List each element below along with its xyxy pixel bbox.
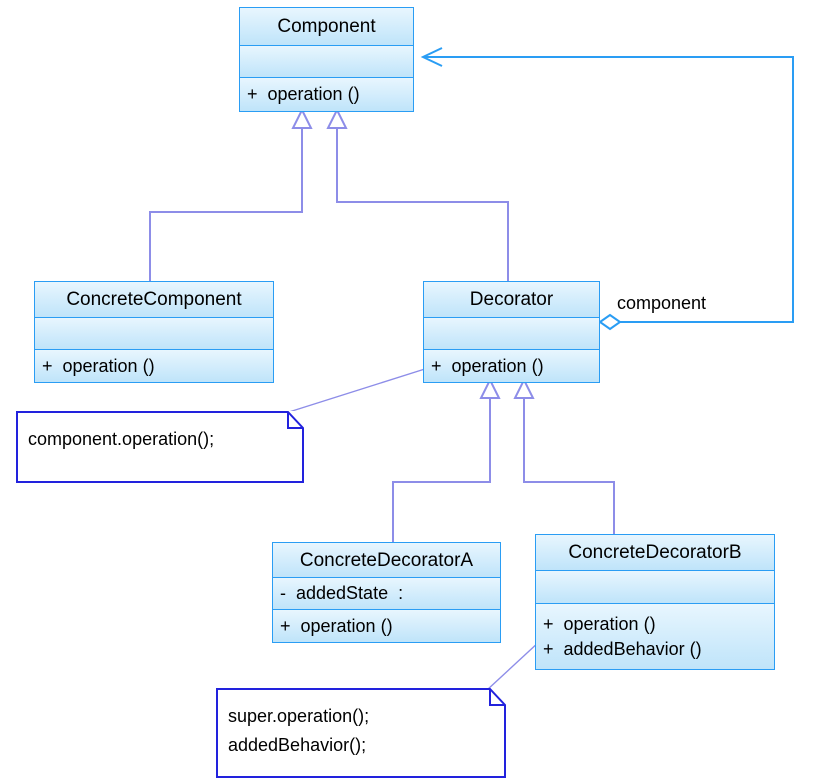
operation-row: + addedBehavior () <box>543 638 702 659</box>
class-name-decorator: Decorator <box>424 282 599 318</box>
operation-row: + operation () <box>431 355 544 376</box>
generalization-concretedecoratorb-to-decorator <box>513 377 615 534</box>
class-attributes-concretedecoratora: - addedState : <box>273 578 500 610</box>
class-box-concretecomponent[interactable]: ConcreteComponent + operation () <box>34 281 274 383</box>
class-operations-concretedecoratora: + operation () <box>273 610 500 642</box>
class-name-component: Component <box>240 8 413 46</box>
class-attributes-decorator <box>424 318 599 350</box>
note-text: component.operation(); <box>28 429 215 449</box>
class-operations-concretedecoratorb: + operation () + addedBehavior () <box>536 604 774 669</box>
generalization-concretedecoratora-to-decorator <box>392 377 501 542</box>
operation-row: + operation () <box>280 615 393 636</box>
class-operations-component: + operation () <box>240 78 413 111</box>
note-component-operation[interactable]: component.operation(); <box>16 411 304 483</box>
operation-row: + operation () <box>42 355 155 376</box>
class-name-label: ConcreteDecoratorB <box>568 542 742 563</box>
operation-row: + operation () <box>543 613 656 634</box>
note-shape <box>216 688 506 778</box>
class-attributes-component <box>240 46 413 78</box>
note-shape <box>16 411 304 483</box>
attribute-row: - addedState : <box>280 583 404 603</box>
class-name-concretecomponent: ConcreteComponent <box>35 282 273 318</box>
class-box-concretedecoratorb[interactable]: ConcreteDecoratorB + operation () + adde… <box>535 534 775 670</box>
generalization-concretecomponent-to-component <box>149 107 313 281</box>
class-operations-concretecomponent: + operation () <box>35 350 273 382</box>
generalization-decorator-to-component <box>326 107 509 281</box>
operation-row: + operation () <box>247 84 360 104</box>
class-name-label: Decorator <box>469 289 554 310</box>
class-attributes-concretedecoratorb <box>536 571 774 604</box>
class-box-component[interactable]: Component + operation () <box>239 7 414 112</box>
class-name-concretedecoratora: ConcreteDecoratorA <box>273 543 500 578</box>
association-role-label-component: component <box>617 293 707 313</box>
class-name-concretedecoratorb: ConcreteDecoratorB <box>536 535 774 571</box>
class-name-label: Component <box>277 16 376 37</box>
class-attributes-concretecomponent <box>35 318 273 350</box>
class-name-label: ConcreteDecoratorA <box>299 549 474 571</box>
note-superoperation-addedbehavior[interactable]: super.operation(); addedBehavior(); <box>216 688 506 778</box>
class-box-concretedecoratora[interactable]: ConcreteDecoratorA - addedState : + oper… <box>272 542 501 643</box>
note-anchor-line-concretedecoratorb <box>486 640 541 691</box>
note-anchor-line-decorator <box>288 367 429 413</box>
class-operations-decorator: + operation () <box>424 350 599 382</box>
class-name-label: ConcreteComponent <box>66 289 242 310</box>
class-box-decorator[interactable]: Decorator + operation () <box>423 281 600 383</box>
note-text: super.operation(); addedBehavior(); <box>228 706 370 755</box>
